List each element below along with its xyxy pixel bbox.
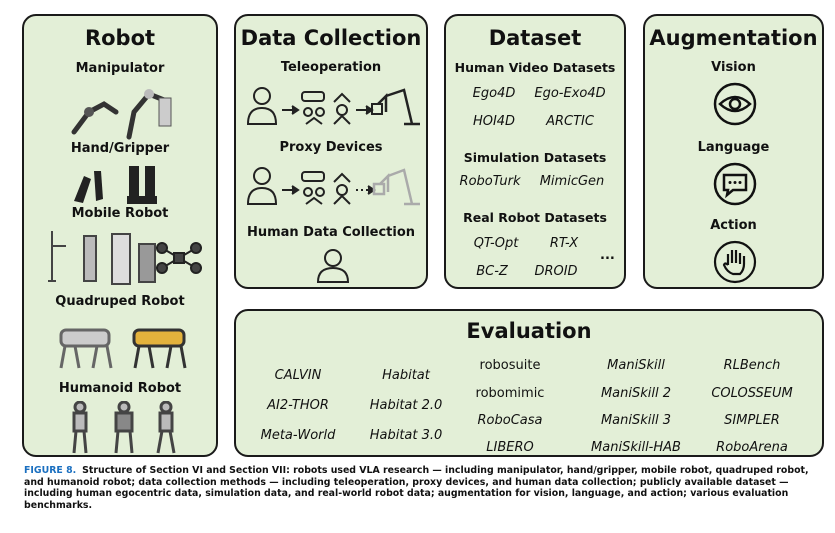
benchmark-item: robosuite [479, 358, 541, 373]
vision-label: Vision [711, 60, 756, 75]
teleoperation-flow-icon [246, 87, 420, 126]
eye-icon [713, 82, 757, 126]
benchmark-item: RoboCasa [477, 413, 543, 428]
benchmark-item: Habitat [382, 368, 430, 383]
benchmark-item: Habitat 2.0 [369, 398, 443, 413]
figure-label: FIGURE 8. [24, 465, 77, 476]
benchmark-item: robomimic [475, 386, 545, 401]
human-data-collection-label: Human Data Collection [246, 225, 416, 240]
speech-bubble-icon [713, 162, 757, 206]
proxy-devices-label: Proxy Devices [279, 140, 383, 155]
humanoid-image [72, 401, 176, 454]
quadruped-image [59, 328, 187, 369]
robot-title: Robot [84, 26, 156, 50]
dataset-item: RoboTurk [459, 174, 521, 189]
caption-text: Structure of Section VI and Section VII:… [24, 465, 809, 511]
person-icon [316, 249, 350, 283]
dataset-item: QT-Opt [473, 236, 519, 251]
gripper-image [74, 166, 157, 204]
dataset-item: RT-X [549, 236, 579, 251]
dataset-item: ARCTIC [546, 114, 594, 129]
augmentation-panel: Augmentation Vision Language Action [643, 14, 824, 289]
benchmark-item: ManiSkill-HAB [591, 440, 681, 455]
benchmark-item: SIMPLER [724, 413, 780, 428]
dataset-item: MimicGen [539, 174, 605, 189]
robot-quadruped-label: Quadruped Robot [55, 294, 185, 309]
data-collection-title: Data Collection [240, 26, 422, 50]
manipulator-arms-image [71, 89, 172, 140]
benchmark-item: Habitat 3.0 [369, 428, 443, 443]
human-video-datasets-heading: Human Video Datasets [454, 60, 616, 75]
evaluation-title: Evaluation [466, 319, 592, 343]
simulation-datasets-heading: Simulation Datasets [463, 150, 607, 165]
benchmark-item: RLBench [723, 358, 781, 373]
teleoperation-label: Teleoperation [280, 60, 382, 75]
action-label: Action [710, 218, 757, 233]
benchmark-item: ManiSkill [607, 358, 665, 373]
language-label: Language [697, 140, 770, 155]
benchmark-item: ManiSkill 3 [600, 413, 672, 428]
benchmark-item: CALVIN [274, 368, 322, 383]
robot-mobile-label: Mobile Robot [71, 206, 169, 221]
dataset-item: DROID [534, 264, 578, 279]
dataset-item: Ego4D [472, 86, 516, 101]
benchmark-item: COLOSSEUM [711, 386, 793, 401]
robot-manipulator-label: Manipulator [75, 61, 165, 76]
mobile-robot-image [48, 231, 202, 285]
benchmark-item: AI2-THOR [267, 398, 329, 413]
benchmark-item: RoboArena [716, 440, 788, 455]
hand-icon [713, 240, 757, 284]
dataset-ellipsis: ... [600, 248, 615, 263]
robot-panel: Robot Manipulator Hand/Gripper Mobile Ro… [22, 14, 218, 457]
robot-hand-gripper-label: Hand/Gripper [70, 141, 170, 156]
dataset-panel: Dataset Human Video Datasets Ego4D Ego-E… [444, 14, 626, 289]
dataset-item: HOI4D [472, 114, 516, 129]
proxy-devices-flow-icon [246, 167, 420, 206]
benchmark-item: ManiSkill 2 [600, 386, 672, 401]
data-collection-panel: Data Collection Teleoperation Proxy Devi… [234, 14, 428, 289]
real-robot-datasets-heading: Real Robot Datasets [463, 210, 607, 225]
benchmark-item: LIBERO [486, 440, 534, 455]
dataset-item: BC-Z [476, 264, 508, 279]
dataset-title: Dataset [488, 26, 582, 50]
benchmark-item: Meta-World [260, 428, 336, 443]
figure-caption: FIGURE 8.Structure of Section VI and Sec… [24, 465, 824, 511]
augmentation-title: Augmentation [649, 26, 818, 50]
dataset-item: Ego-Exo4D [534, 86, 606, 101]
evaluation-panel: Evaluation CALVIN AI2-THOR Meta-World Ha… [234, 309, 824, 457]
robot-humanoid-label: Humanoid Robot [58, 381, 182, 396]
